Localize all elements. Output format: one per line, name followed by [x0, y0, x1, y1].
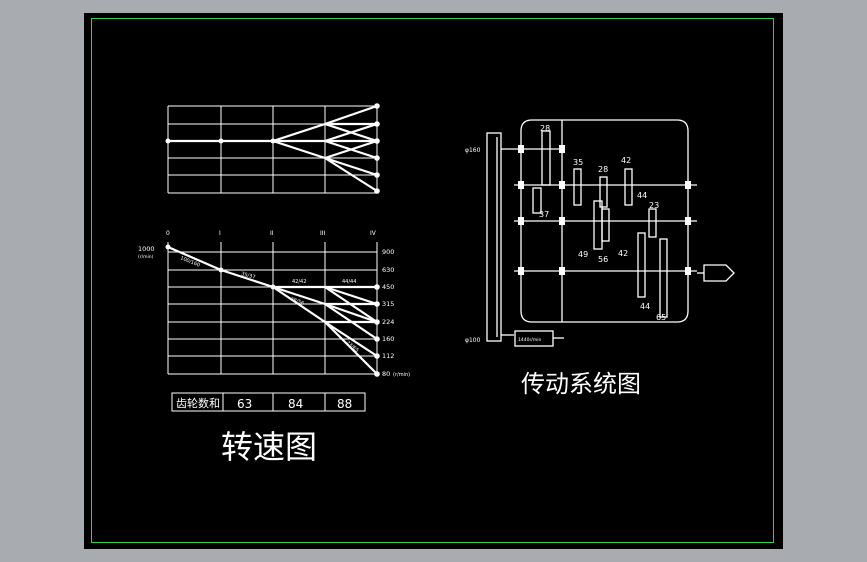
transmission-diagram-title: 传动系统图	[521, 370, 641, 398]
pulley-top-label: φ160	[465, 147, 481, 154]
gear-number-37: 37	[539, 210, 549, 219]
pulley-bottom-label: φ100	[465, 337, 481, 344]
gear-number-28-a: 28	[540, 124, 550, 133]
ratio-label-44-44: 44/44	[342, 279, 356, 285]
shaft-label-2: II	[270, 230, 274, 237]
speed-value-112: 112	[382, 352, 394, 360]
transmission-diagram	[486, 119, 735, 347]
speed-unit-left: (r/min)	[138, 254, 154, 260]
drawing-sheet: 0 I II III IV 900 630 450 315 224 160 11…	[84, 13, 783, 549]
gear-sum-88: 88	[337, 397, 352, 411]
speed-value-160: 160	[382, 335, 394, 343]
gear-number-28-b: 28	[598, 165, 608, 174]
speed-unit-right: (r/min)	[393, 372, 410, 378]
gear-sum-63: 63	[237, 397, 252, 411]
speed-diagram-title: 转速图	[221, 428, 317, 466]
gear-number-65: 65	[656, 313, 666, 322]
motor-label: 1440r/min	[518, 337, 541, 343]
gear-number-49: 49	[578, 250, 588, 259]
start-speed: 1000	[138, 245, 155, 253]
upper-speed-diagram	[165, 103, 380, 194]
ratio-label-42-42: 42/42	[292, 279, 306, 285]
gear-number-35: 35	[573, 158, 583, 167]
ratio-label-35-37: 35/37	[240, 271, 255, 281]
gear-number-42-a: 42	[621, 156, 631, 165]
shaft-label-0: 0	[166, 230, 170, 237]
speed-value-80: 80	[382, 370, 390, 378]
gear-number-44-a: 44	[637, 191, 647, 200]
gear-number-44-b: 44	[640, 302, 650, 311]
main-speed-diagram: 0 I II III IV 900 630 450 315 224 160 11…	[138, 230, 410, 466]
gear-sum-label: 齿轮数和	[176, 396, 220, 410]
speed-value-900: 900	[382, 248, 394, 256]
drawing-frame	[91, 18, 774, 543]
gear-number-23: 23	[649, 201, 659, 210]
shaft-label-4: IV	[370, 230, 377, 237]
shaft-label-3: III	[320, 230, 326, 237]
speed-value-224: 224	[382, 318, 394, 326]
gear-sum-84: 84	[288, 397, 303, 411]
ratio-label-28-56: 28/56	[289, 296, 305, 307]
speed-value-315: 315	[382, 300, 394, 308]
shaft-label-1: I	[219, 230, 221, 237]
cad-drawing: 0 I II III IV 900 630 450 315 224 160 11…	[138, 103, 735, 466]
gear-number-56: 56	[598, 255, 608, 264]
speed-value-450: 450	[382, 283, 394, 291]
speed-value-630: 630	[382, 266, 394, 274]
gear-number-42-b: 42	[618, 249, 628, 258]
